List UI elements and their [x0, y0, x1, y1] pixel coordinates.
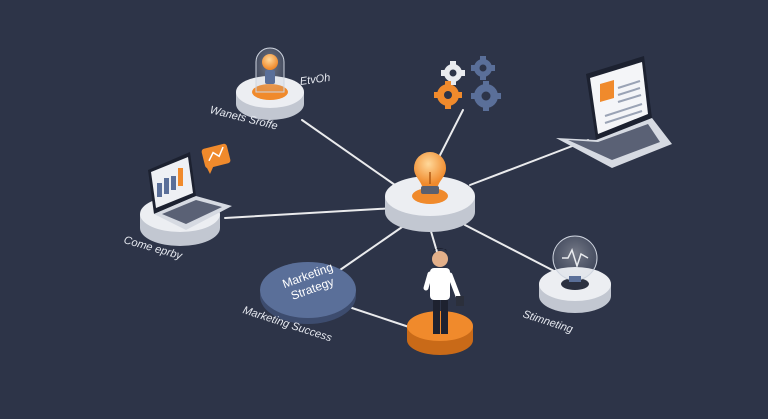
line-badge-to-person	[351, 307, 413, 329]
line-to-top-left	[301, 119, 396, 186]
lightbulb-icon	[255, 47, 285, 93]
right-node	[539, 235, 611, 313]
person-node	[407, 247, 473, 355]
line-to-left-laptop	[224, 207, 396, 219]
line-to-right	[464, 224, 557, 273]
left-node	[140, 143, 232, 246]
strategy-badge	[260, 262, 356, 324]
lightbulb-icon	[552, 235, 598, 282]
chart-laptop-icon	[148, 152, 232, 230]
chat-bubble-icon	[201, 143, 231, 174]
person-icon	[423, 247, 464, 334]
central-hub	[385, 152, 475, 232]
laptop-icon	[556, 56, 672, 168]
top-left-node	[236, 47, 304, 120]
line-to-badge	[339, 224, 406, 271]
line-to-laptop	[469, 139, 589, 186]
gears-icon	[434, 56, 501, 111]
lightbulb-icon	[414, 152, 446, 194]
